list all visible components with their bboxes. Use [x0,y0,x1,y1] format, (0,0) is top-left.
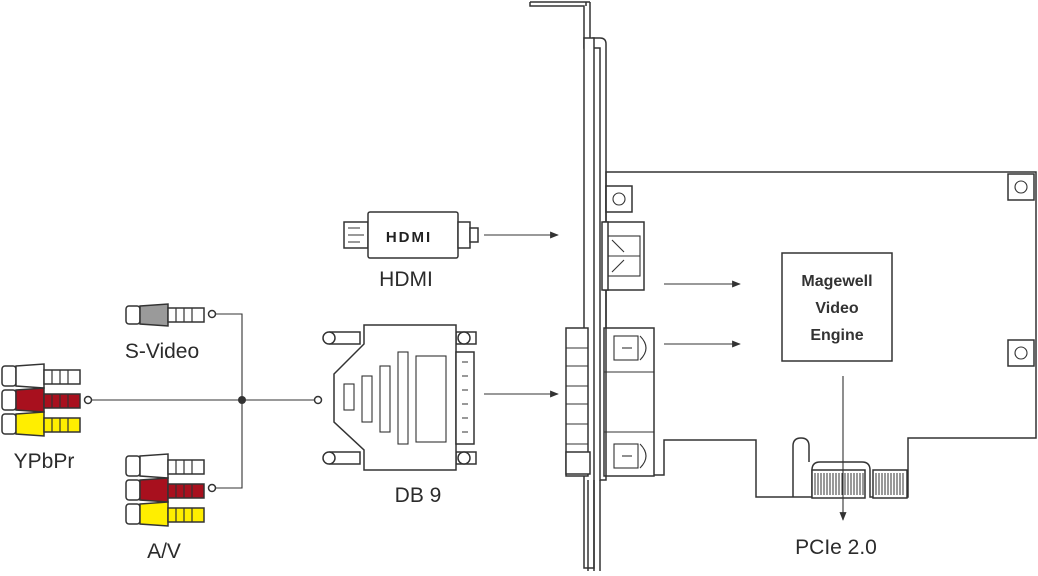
pcie-gold-fingers [811,469,908,499]
hdmi-plug: HDMI [343,211,479,259]
svideo-plug [125,303,205,327]
hdmi-plug-logo: HDMI [386,229,432,246]
hdmi-label: HDMI [379,268,433,291]
db9-connector [322,324,477,471]
mount-hole [1007,339,1035,367]
wiring [83,309,323,493]
mount-hole [605,185,633,213]
signal-arrows [484,231,847,521]
board-hdmi-port [603,221,645,291]
card-bracket [529,1,609,571]
junction-dot [238,396,246,404]
capture-card: Magewell Video Engine [529,1,1037,571]
ypbpr-plugs [1,363,81,437]
svideo-plug-body [139,303,169,327]
svideo-label: S-Video [125,340,199,363]
engine-line-1: Magewell [801,273,872,290]
av-label: A/V [147,540,181,563]
ypbpr-label: YPbPr [14,450,75,473]
av-plugs [125,453,205,527]
pcie-label: PCIe 2.0 [795,536,877,559]
db9-label: DB 9 [395,484,442,507]
engine-line-2: Video [815,300,859,317]
mount-hole [1007,173,1035,201]
video-engine-chip [781,252,893,362]
engine-line-3: Engine [810,327,863,344]
board-db9-port [603,327,655,477]
